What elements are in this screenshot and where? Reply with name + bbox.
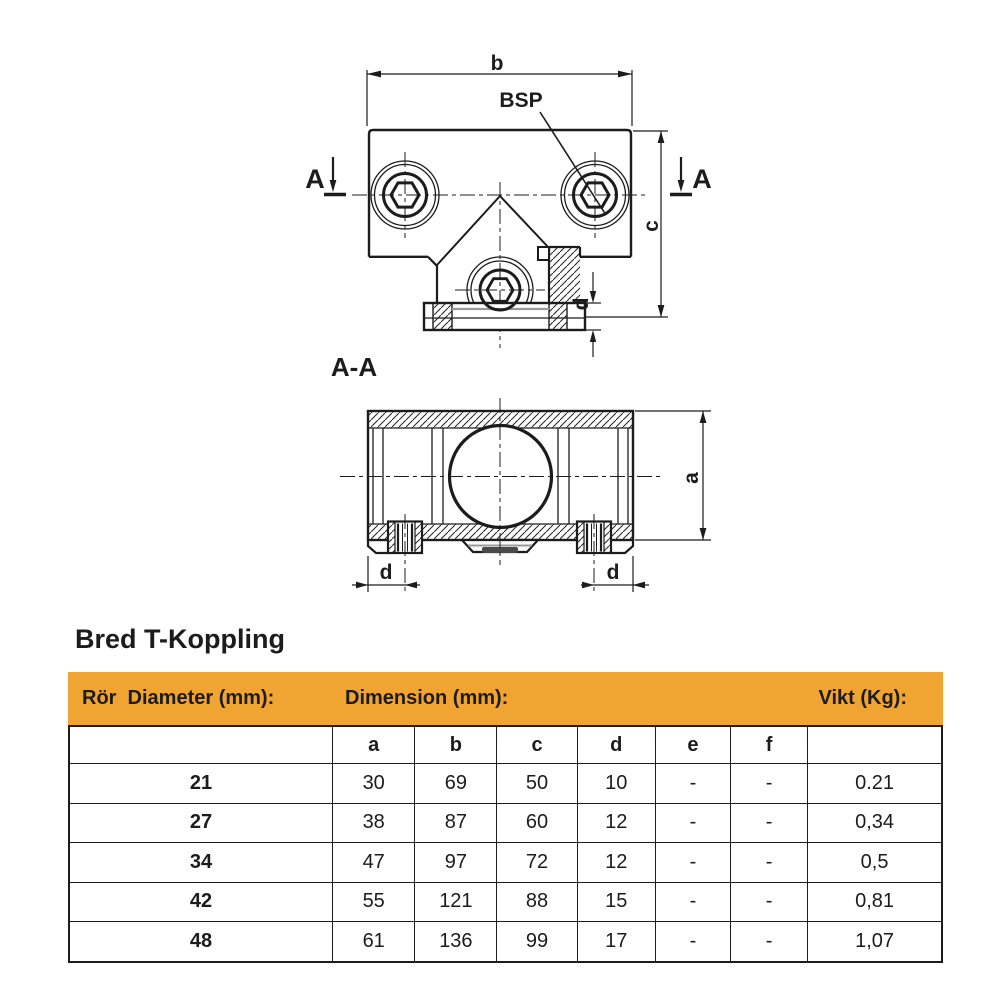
cell-d: 10 [576,763,656,804]
cell-a: 61 [332,921,416,962]
dim-label-d-left: d [380,561,393,584]
cell-diameter: 42 [68,881,334,922]
cell-f: - [729,763,809,804]
subheader-d: d [576,725,656,764]
dim-label-c: c [640,220,663,232]
cell-e: - [654,802,731,843]
dim-label-d-front: d [570,298,593,311]
table-row: 48 61 136 99 17 - - 1,07 [68,921,943,962]
col-header-dimension: Dimension (mm): [345,687,509,709]
cell-b: 69 [414,763,498,804]
dimension-c: c [586,130,668,318]
socket-screw-bottom [466,256,534,302]
cell-c: 99 [496,921,578,962]
technical-drawing: b BSP [305,52,712,594]
cell-c: 50 [496,763,578,804]
section-view-drawing: A-A [331,352,711,594]
subheader-empty [807,725,943,764]
dimension-d-left: d [352,556,420,592]
cell-c: 60 [496,802,578,843]
cell-b: 87 [414,802,498,843]
threaded-plug-left [386,514,424,594]
table-row: 27 38 87 60 12 - - 0,34 [68,802,943,843]
cell-vikt: 1,07 [807,921,943,962]
cell-a: 55 [332,881,416,922]
spec-table: Rör Diameter (mm): Dimension (mm): Vikt … [68,672,943,963]
dim-label-d-right: d [607,561,620,584]
dimension-d-front: d [570,272,601,357]
cell-a: 38 [332,802,416,843]
cell-e: - [654,881,731,922]
table-header: Rör Diameter (mm): Dimension (mm): Vikt … [68,672,943,725]
threaded-plug-right [575,514,613,594]
cell-c: 88 [496,881,578,922]
col-header-vikt: Vikt (Kg): [818,687,907,709]
section-title: A-A [331,352,377,382]
dim-label-b: b [491,52,504,75]
dimension-d-right: d [581,556,649,592]
subheader-a: a [332,725,416,764]
cell-d: 12 [576,842,656,883]
section-hatch-column [537,245,582,303]
cell-f: - [729,842,809,883]
subheader-f: f [729,725,809,764]
table-row: 21 30 69 50 10 - - 0.21 [68,763,943,804]
cell-diameter: 21 [68,763,334,804]
section-marker-right: A [670,157,712,197]
dim-label-a: a [680,472,703,484]
cell-d: 12 [576,802,656,843]
spec-table-grid: a b c d e f 21 30 69 50 10 - - 0.21 27 3… [68,725,943,963]
dimension-b: b [366,52,633,126]
subheader-b: b [414,725,498,764]
dimension-subheader-row: a b c d e f [68,725,943,764]
cell-d: 17 [576,921,656,962]
cell-diameter: 48 [68,921,334,962]
cell-c: 72 [496,842,578,883]
subheader-e: e [654,725,731,764]
page-title: Bred T-Koppling [75,624,285,654]
cell-e: - [654,842,731,883]
cell-a: 30 [332,763,416,804]
bsp-callout: BSP [499,89,607,216]
cell-b: 136 [414,921,498,962]
svg-text:A: A [305,164,325,194]
cell-d: 15 [576,881,656,922]
dimension-a: a [635,410,711,541]
cell-vikt: 0,5 [807,842,943,883]
centerlines-section [340,398,662,565]
subheader-c: c [496,725,578,764]
cell-vikt: 0.21 [807,763,943,804]
svg-text:A: A [692,164,712,194]
cell-vikt: 0,81 [807,881,943,922]
cell-f: - [729,921,809,962]
col-header-ror-diameter: Rör Diameter (mm): [82,687,275,709]
front-view-drawing: b BSP [305,52,712,357]
cell-b: 97 [414,842,498,883]
bsp-label: BSP [499,89,542,112]
table-row: 42 55 121 88 15 - - 0,81 [68,881,943,922]
cell-f: - [729,802,809,843]
cell-diameter: 27 [68,802,334,843]
table-row: 34 47 97 72 12 - - 0,5 [68,842,943,883]
section-marker-left: A [305,157,346,197]
cell-e: - [654,763,731,804]
cell-b: 121 [414,881,498,922]
cell-diameter: 34 [68,842,334,883]
cell-a: 47 [332,842,416,883]
cell-vikt: 0,34 [807,802,943,843]
cell-e: - [654,921,731,962]
base-flange [422,301,587,332]
subheader-empty [68,725,334,764]
cell-f: - [729,881,809,922]
